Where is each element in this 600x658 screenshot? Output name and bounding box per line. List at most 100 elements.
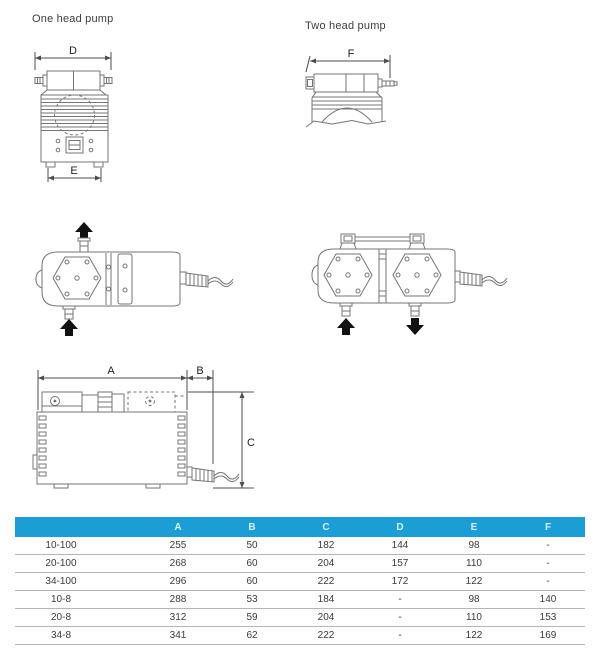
cell-a: 341 [141,626,215,645]
cell-e: 110 [437,608,511,627]
cell-model: 34-8 [15,626,141,645]
pump-body-partial [305,91,387,128]
cell-model: 20-100 [15,554,141,573]
break-line [305,119,387,128]
cell-c: 222 [289,626,363,645]
dimension-e: E [47,165,102,182]
end-cap [35,269,43,289]
cell-b: 59 [215,608,289,627]
table-row: 20-100 268 60 204 157 110 - [15,554,585,573]
cell-e: 122 [437,626,511,645]
terminal-box [65,136,84,154]
dimension-c: C [188,391,255,489]
spec-table: A B C D E F 10-100 255 50 182 144 98 - 2… [15,517,585,645]
cell-c: 182 [289,537,363,555]
foot [93,161,104,168]
dimension-a: A [37,365,188,410]
cell-b: 60 [215,572,289,591]
cell-model: 10-8 [15,590,141,609]
one-head-front-view-drawing: D [34,45,113,182]
table-row: 20-8 312 59 204 - 110 153 [15,608,585,627]
cell-c: 184 [289,590,363,609]
cell-f: - [511,537,585,555]
cell-f: - [511,572,585,591]
flow-in-arrow [337,318,355,335]
col-header-b: B [215,517,289,537]
flow-in-arrow [60,319,78,336]
cell-model: 34-100 [15,572,141,591]
dim-label-a: A [107,365,115,377]
cell-e: 98 [437,537,511,555]
clamp-band [117,253,133,305]
cell-d: 172 [363,572,437,591]
dimensioned-side-view-drawing: A B C [32,365,255,489]
table-row: 10-100 255 50 182 144 98 - [15,537,585,555]
cell-c: 222 [289,572,363,591]
pump-head-front [34,70,113,96]
two-head-top-view-drawing: F [305,48,398,128]
cell-a: 255 [141,537,215,555]
dim-label-f: F [348,48,355,60]
cell-d: 144 [363,537,437,555]
table-header-row: A B C D E F [15,517,585,537]
pump-body [32,411,188,489]
cell-d: - [363,608,437,627]
cell-e: 122 [437,572,511,591]
cell-model: 20-8 [15,608,141,627]
motor-body [41,251,181,307]
dim-label-b: B [196,365,203,377]
two-head-pump-heading: Two head pump [305,20,386,32]
head-plate [52,256,102,300]
dim-label-c: C [247,437,255,449]
table-row: 34-8 341 62 222 - 122 169 [15,626,585,645]
motor-body [317,248,456,304]
pump-body-front [40,94,109,168]
foot [45,161,56,168]
dimension-d: D [34,45,112,70]
cell-b: 53 [215,590,289,609]
cell-f: 169 [511,626,585,645]
cell-f: 153 [511,608,585,627]
cell-d: 157 [363,554,437,573]
foot [53,483,69,489]
flow-out-arrow [406,318,424,335]
table-row: 34-100 296 60 222 172 122 - [15,572,585,591]
fan-circle [54,94,95,136]
pump-head-top [305,73,398,93]
col-header-model [15,517,141,537]
cell-a: 312 [141,608,215,627]
cell-f: 140 [511,590,585,609]
end-cap [311,264,319,286]
col-header-a: A [141,517,215,537]
two-head-side-view-drawing [311,233,508,335]
power-cord [454,270,508,287]
cell-b: 60 [215,554,289,573]
table-row: 10-8 288 53 184 - 98 140 [15,590,585,609]
head-plate-right [392,253,442,297]
cell-model: 10-100 [15,537,141,555]
foot [145,483,161,489]
cell-b: 50 [215,537,289,555]
one-head-pump-heading: One head pump [32,13,114,25]
dimension-b: B [187,365,214,464]
flow-out-arrow [75,222,93,238]
col-header-f: F [511,517,585,537]
power-cord [186,466,240,483]
head-assembly [41,391,125,413]
col-header-e: E [437,517,511,537]
cell-c: 204 [289,608,363,627]
dim-label-d: D [69,45,77,57]
cell-d: - [363,626,437,645]
dim-label-e: E [70,165,77,177]
dimension-f: F [305,48,391,78]
col-header-c: C [289,517,363,537]
cell-e: 98 [437,590,511,609]
top-brackets [339,233,426,250]
cell-c: 204 [289,554,363,573]
one-head-side-view-drawing [35,222,234,336]
col-header-d: D [363,517,437,537]
cell-d: - [363,590,437,609]
cell-a: 268 [141,554,215,573]
cell-e: 110 [437,554,511,573]
